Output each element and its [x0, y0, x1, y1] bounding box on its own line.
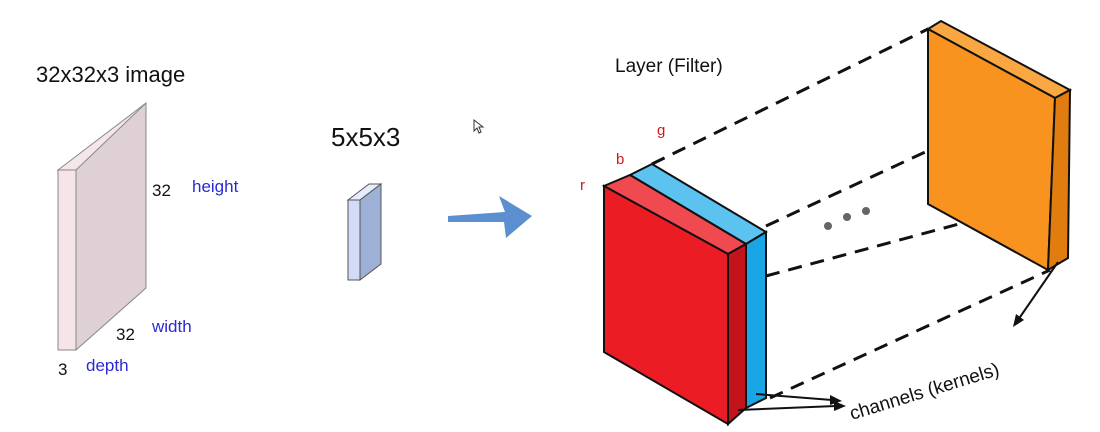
red-side-face: [727, 242, 747, 427]
image-height-label: height: [192, 177, 239, 196]
blue-side-face: [745, 230, 767, 410]
channels-caption: channels (kernels): [847, 359, 1002, 424]
image-title: 32x32x3 image: [36, 62, 185, 87]
orange-front-face: [927, 27, 1057, 272]
orange-side-face: [1046, 88, 1072, 272]
arrow-to-red: [737, 405, 837, 411]
channel-b-label: b: [616, 151, 624, 168]
channel-g-label: g: [657, 122, 665, 139]
filter-title: 5x5x3: [331, 122, 400, 152]
ellipsis-dots: [824, 207, 870, 230]
orange-layer-volume: [926, 19, 1073, 272]
image-back-face: [75, 101, 147, 352]
channel-arrows: [737, 261, 1059, 411]
mouse-cursor-icon: [473, 118, 485, 134]
image-width-value: 32: [116, 325, 135, 344]
image-front-face: [57, 169, 77, 351]
image-depth-value: 3: [58, 360, 67, 379]
channel-r-label: r: [580, 177, 585, 194]
arrow-to-blue: [755, 393, 833, 401]
filter-front-face: [347, 199, 361, 281]
layer-title: Layer (Filter): [615, 56, 723, 77]
input-image-volume: [56, 101, 147, 352]
image-height-value: 32: [152, 181, 171, 200]
image-depth-label: depth: [86, 356, 129, 375]
filter-volume: [346, 182, 383, 282]
transition-arrow: [448, 196, 532, 238]
red-channel-volume: [601, 173, 749, 427]
filter-side-face: [359, 182, 382, 282]
arrow-to-orange: [1017, 261, 1059, 321]
image-width-label: width: [151, 317, 192, 336]
